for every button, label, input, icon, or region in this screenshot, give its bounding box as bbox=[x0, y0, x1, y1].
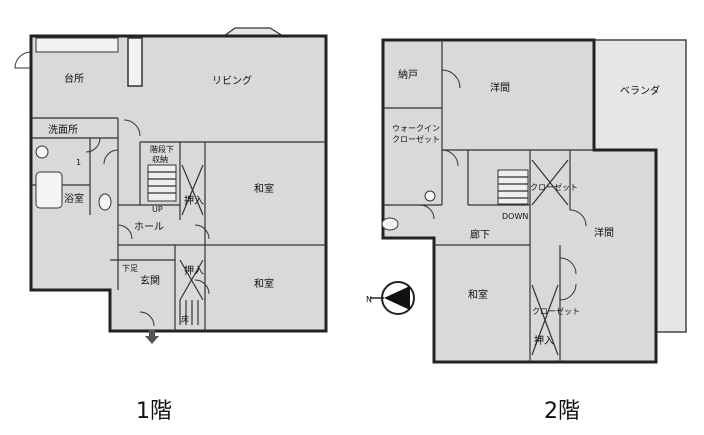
room-label-living: リビング bbox=[212, 74, 252, 87]
room-label-closet-mini: 床 bbox=[181, 314, 189, 324]
room-label-kitchen: 台所 bbox=[64, 72, 84, 85]
stair-down-label: DOWN bbox=[502, 212, 528, 221]
stair-up-label: UP bbox=[152, 205, 163, 214]
room-label-stair-storage: 階段下 bbox=[150, 144, 174, 154]
floor-caption: 1階 bbox=[136, 399, 172, 424]
room-label-closet: 押入 bbox=[184, 194, 204, 207]
room-label-closet-lower: クローゼット bbox=[532, 306, 580, 316]
floor-1-plan: 台所 リビング 洗面所 1 浴室 階段下 収納 UP 押入 ホール 和室 和室 … bbox=[14, 27, 328, 424]
floor-2-plan: 納戸 洋間 ベランダ ウォークイン クローゼット クローゼット DOWN 洋間 … bbox=[381, 38, 687, 424]
room-label-closet-push: 押入 bbox=[534, 334, 554, 347]
room-label-storage: 収納 bbox=[152, 154, 168, 164]
room-label-closet-lower: 押入 bbox=[184, 264, 204, 277]
room-label-washitsu-lower: 和室 bbox=[254, 277, 274, 290]
stairs-2f bbox=[497, 169, 529, 205]
room-label-washitsu: 和室 bbox=[468, 288, 488, 301]
room-label-storeroom: 納戸 bbox=[398, 68, 418, 81]
room-label-washroom: 洗面所 bbox=[48, 124, 78, 136]
entrance-arrow-icon bbox=[145, 330, 159, 344]
north-compass-icon: N bbox=[366, 281, 415, 315]
room-label-shoe-box: 下足 bbox=[122, 264, 138, 273]
room-label-corridor: 廊下 bbox=[470, 228, 490, 241]
floor-caption: 2階 bbox=[544, 399, 580, 424]
room-label-washitsu-upper: 和室 bbox=[254, 182, 274, 195]
room-label-bath: 浴室 bbox=[64, 192, 84, 205]
room-label-veranda: ベランダ bbox=[620, 84, 660, 97]
stairs-1f bbox=[147, 164, 177, 202]
bath-mark: 1 bbox=[76, 158, 81, 167]
room-label-walkin-closet-1: ウォークイン bbox=[392, 124, 440, 133]
compass-label: N bbox=[366, 295, 372, 304]
room-label-hall: ホール bbox=[134, 221, 164, 233]
room-label-entrance: 玄関 bbox=[140, 274, 160, 287]
room-label-closet-center: クローゼット bbox=[530, 182, 578, 192]
room-label-western-right: 洋間 bbox=[594, 226, 614, 239]
room-label-western-upper: 洋間 bbox=[490, 81, 510, 94]
room-label-walkin-closet-2: クローゼット bbox=[392, 134, 440, 144]
